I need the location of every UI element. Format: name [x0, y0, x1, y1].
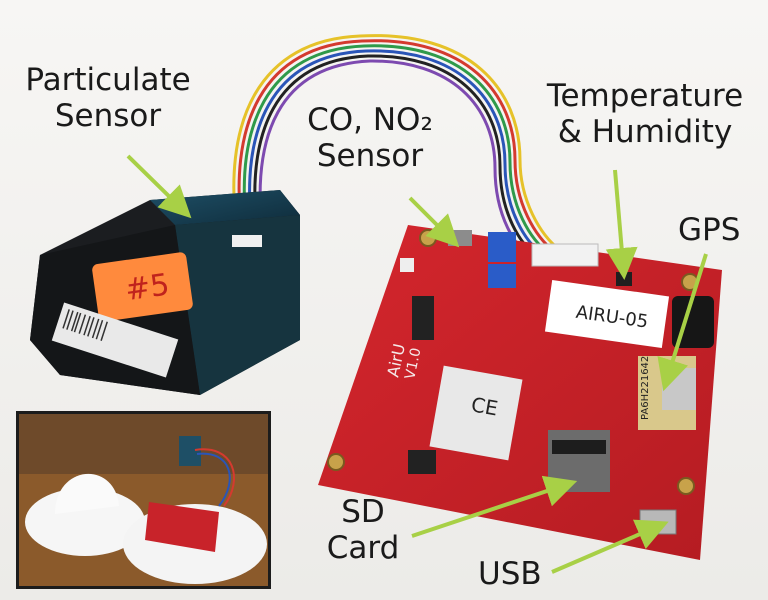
label-sd-line1: SD	[341, 494, 385, 530]
pcb-connector	[531, 243, 599, 267]
arrow-sd-card	[411, 475, 578, 538]
reset-button	[400, 258, 414, 272]
arrow-temperature	[605, 169, 638, 280]
board-version-text: V1.0	[402, 346, 424, 380]
jumper-header	[408, 450, 436, 474]
ribbon-cable	[232, 34, 561, 262]
wifi-module-ce-mark: CE	[469, 392, 499, 420]
sd-card-slot	[548, 430, 610, 492]
sensor-connector	[232, 235, 262, 247]
wifi-module	[429, 365, 523, 461]
arrow-co-no2	[408, 196, 460, 248]
inset-pcb	[145, 502, 219, 552]
sensor-sticker	[92, 252, 193, 322]
potentiometer	[488, 232, 516, 262]
co-no2-sensor-chip	[448, 230, 472, 246]
inset-enclosure-dome	[55, 473, 119, 514]
label-particulate-line1: Particulate	[25, 62, 191, 98]
label-usb: USB	[478, 556, 542, 592]
label-particulate: Particulate Sensor	[18, 62, 198, 134]
label-temperature-line2: & Humidity	[557, 114, 733, 150]
label-gps: GPS	[678, 212, 741, 248]
inset-scene	[19, 414, 268, 586]
arrow-particulate	[126, 154, 192, 219]
label-co-no2: CO, NO₂ Sensor	[300, 102, 440, 174]
label-temperature-line1: Temperature	[546, 78, 744, 114]
label-co-no2-line1: CO, NO₂	[307, 102, 433, 138]
label-co-no2-line2: Sensor	[316, 138, 424, 174]
label-particulate-line2: Sensor	[54, 98, 162, 134]
arrow-gps	[657, 253, 708, 392]
label-sd-card: SD Card	[318, 494, 408, 566]
gps-module-id: PA6H221642	[640, 356, 651, 420]
potentiometer-2	[488, 264, 516, 288]
inset-sensor	[179, 436, 201, 466]
board-tag-label	[544, 280, 670, 348]
arrow-usb	[551, 519, 669, 574]
label-sd-line2: Card	[326, 530, 400, 566]
inset-photo	[16, 411, 271, 589]
label-temperature-humidity: Temperature & Humidity	[540, 78, 750, 150]
pin-header	[412, 296, 434, 340]
label-arrows	[126, 154, 708, 574]
temp-humidity-chip	[616, 272, 632, 286]
sensor-handwriting: #5	[123, 267, 172, 308]
